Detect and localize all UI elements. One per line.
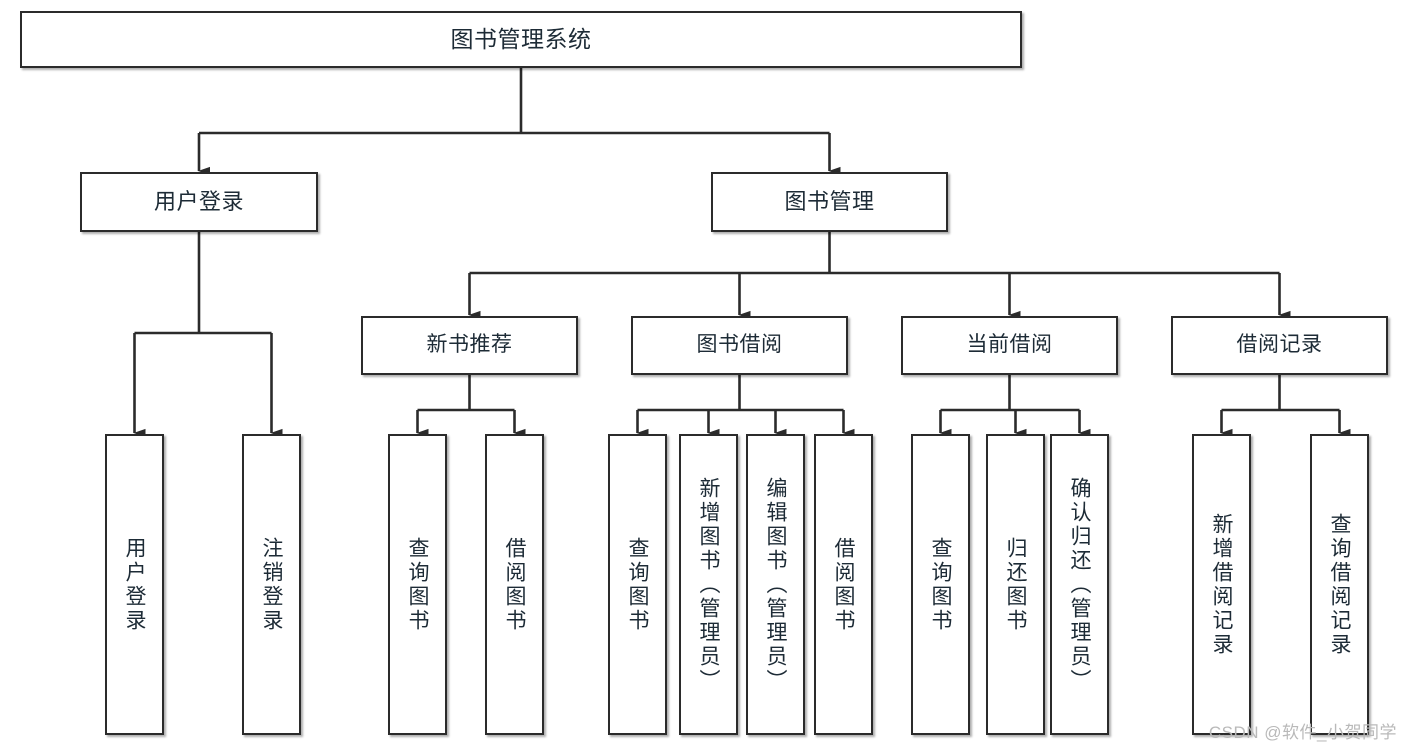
node-leaf-return-book[interactable]: 归还图书 bbox=[986, 434, 1045, 735]
watermark-text: CSDN @软件_小贺同学 bbox=[1208, 723, 1397, 742]
node-leaf-borrow-book-1[interactable]: 借阅图书 bbox=[485, 434, 544, 735]
node-label: 编辑图书（管理员） bbox=[764, 476, 787, 693]
node-label: 图书借阅 bbox=[696, 333, 783, 357]
node-label: 确认归还（管理员） bbox=[1068, 476, 1091, 693]
node-leaf-add-book-admin[interactable]: 新增图书（管理员） bbox=[679, 434, 738, 735]
node-label: 图书管理系统 bbox=[450, 25, 592, 52]
node-leaf-add-borrow-record[interactable]: 新增借阅记录 bbox=[1192, 434, 1251, 735]
node-leaf-borrow-book-2[interactable]: 借阅图书 bbox=[814, 434, 873, 735]
node-label: 当前借阅 bbox=[966, 333, 1053, 357]
node-leaf-logout-login[interactable]: 注销登录 bbox=[242, 434, 301, 735]
node-label: 图书管理 bbox=[784, 189, 875, 215]
node-leaf-query-book-3[interactable]: 查询图书 bbox=[911, 434, 970, 735]
node-root-system[interactable]: 图书管理系统 bbox=[20, 11, 1022, 68]
node-leaf-query-book-2[interactable]: 查询图书 bbox=[608, 434, 667, 735]
node-book-borrow[interactable]: 图书借阅 bbox=[631, 316, 848, 375]
node-label: 归还图书 bbox=[1004, 536, 1027, 633]
node-leaf-edit-book-admin[interactable]: 编辑图书（管理员） bbox=[746, 434, 805, 735]
node-label: 用户登录 bbox=[153, 189, 244, 215]
node-user-login[interactable]: 用户登录 bbox=[80, 172, 318, 232]
node-label: 查询借阅记录 bbox=[1328, 512, 1351, 657]
node-label: 借阅图书 bbox=[832, 536, 855, 633]
node-label: 注销登录 bbox=[260, 536, 283, 633]
node-leaf-query-borrow-record[interactable]: 查询借阅记录 bbox=[1310, 434, 1369, 735]
node-current-borrow[interactable]: 当前借阅 bbox=[901, 316, 1118, 375]
node-label: 查询图书 bbox=[406, 536, 429, 633]
node-new-book-recommend[interactable]: 新书推荐 bbox=[361, 316, 578, 375]
node-leaf-confirm-return-admin[interactable]: 确认归还（管理员） bbox=[1050, 434, 1109, 735]
node-book-manage[interactable]: 图书管理 bbox=[711, 172, 948, 232]
node-label: 借阅记录 bbox=[1236, 333, 1323, 357]
node-label: 用户登录 bbox=[123, 536, 146, 633]
node-label: 新增借阅记录 bbox=[1210, 512, 1233, 657]
node-borrow-record[interactable]: 借阅记录 bbox=[1171, 316, 1388, 375]
node-label: 查询图书 bbox=[626, 536, 649, 633]
node-label: 新书推荐 bbox=[426, 333, 513, 357]
node-label: 查询图书 bbox=[929, 536, 952, 633]
node-leaf-query-book-1[interactable]: 查询图书 bbox=[388, 434, 447, 735]
node-label: 新增图书（管理员） bbox=[697, 476, 720, 693]
node-leaf-user-login[interactable]: 用户登录 bbox=[105, 434, 164, 735]
node-label: 借阅图书 bbox=[503, 536, 526, 633]
